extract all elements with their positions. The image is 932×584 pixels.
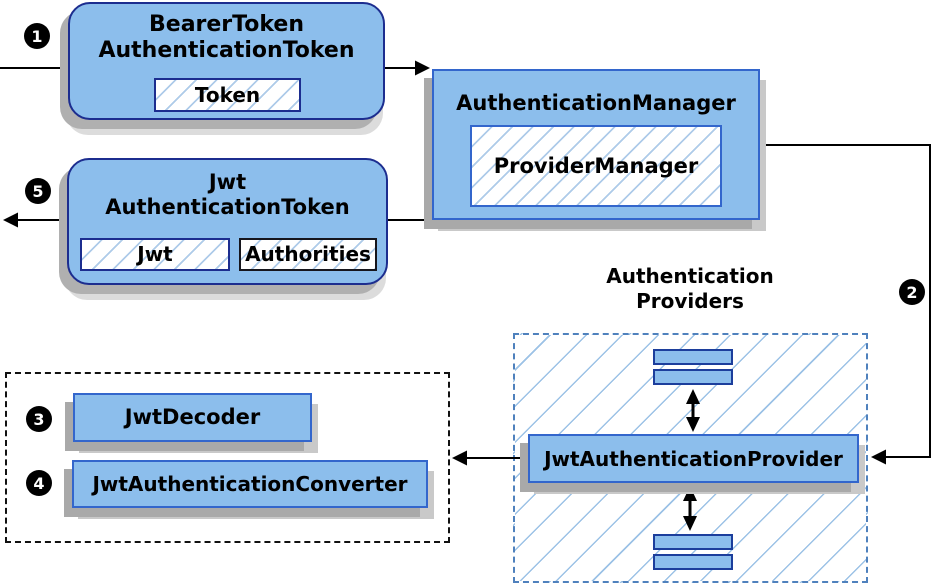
authentication-providers-label-line1: Authentication [606, 264, 774, 288]
jwt-chip: Jwt [80, 238, 230, 271]
arrow-step2-head [871, 449, 886, 465]
provider-placeholder-bar-1 [653, 349, 733, 365]
provider-placeholder-bar-2 [653, 369, 733, 385]
double-arrow-bottom-head-up [683, 486, 697, 501]
jwt-token-box-title-line1: Jwt [208, 170, 247, 194]
double-arrow-top-head-up [686, 389, 700, 404]
provider-placeholder-bar-3 [653, 534, 733, 550]
authentication-manager-box: AuthenticationManager ProviderManager [432, 69, 760, 220]
arrow-step2-line [760, 144, 931, 458]
step-badge-5: 5 [25, 178, 51, 204]
step-badge-1: 1 [24, 23, 50, 49]
authentication-providers-label: Authentication Providers [540, 264, 840, 314]
authentication-manager-title: AuthenticationManager [456, 91, 736, 115]
jwt-authentication-provider-box: JwtAuthenticationProvider [528, 434, 859, 483]
provider-manager-chip: ProviderManager [470, 125, 722, 207]
arrow-step5-head [3, 212, 18, 228]
token-chip: Token [154, 78, 301, 112]
double-arrow-bottom-head-down [683, 516, 697, 531]
step-badge-2: 2 [899, 279, 925, 305]
arrow-provider-to-converter-head [452, 450, 467, 466]
bearer-token-authentication-token-box: BearerToken AuthenticationToken Token [68, 2, 385, 120]
step-badge-3: 3 [26, 406, 52, 432]
decoder-converter-group-box [5, 372, 450, 543]
authentication-providers-label-line2: Providers [636, 289, 744, 313]
bearer-token-box-title-line2: AuthenticationToken [98, 38, 355, 63]
jwt-authentication-converter-box: JwtAuthenticationConverter [72, 460, 428, 508]
jwt-decoder-box: JwtDecoder [73, 393, 312, 442]
step-badge-4: 4 [26, 470, 52, 496]
provider-placeholder-bar-4 [653, 554, 733, 570]
jwt-authentication-token-box: Jwt AuthenticationToken Jwt Authorities [67, 158, 388, 285]
arrow-step1-head [415, 60, 430, 76]
double-arrow-top-head-down [686, 417, 700, 432]
authorities-chip: Authorities [239, 238, 377, 271]
jwt-token-box-title-line2: AuthenticationToken [105, 195, 350, 219]
bearer-token-box-title-line1: BearerToken [149, 12, 304, 37]
